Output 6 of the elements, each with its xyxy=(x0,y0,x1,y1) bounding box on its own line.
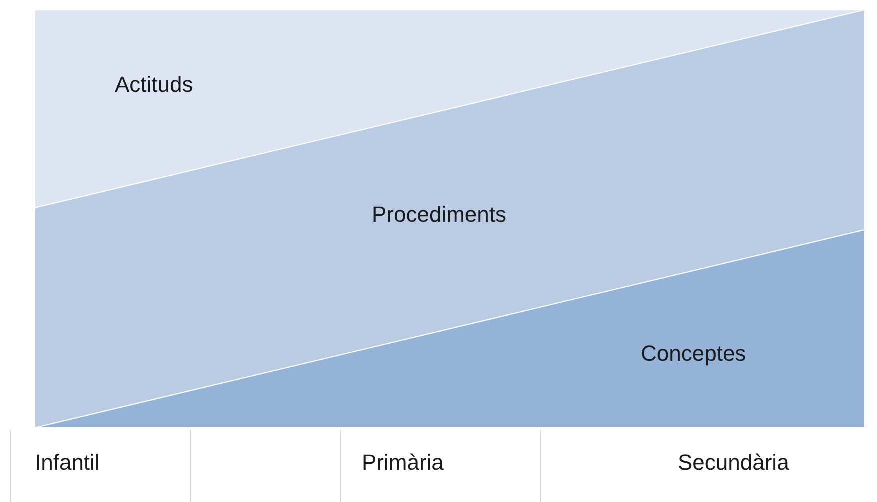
stage-label: Primària xyxy=(362,452,444,474)
band-label: Conceptes xyxy=(641,343,746,365)
stage-label: Infantil xyxy=(35,452,100,474)
band-label: Procediments xyxy=(372,204,507,226)
band-label: Actituds xyxy=(115,74,194,96)
stage-label: Secundària xyxy=(678,452,790,474)
